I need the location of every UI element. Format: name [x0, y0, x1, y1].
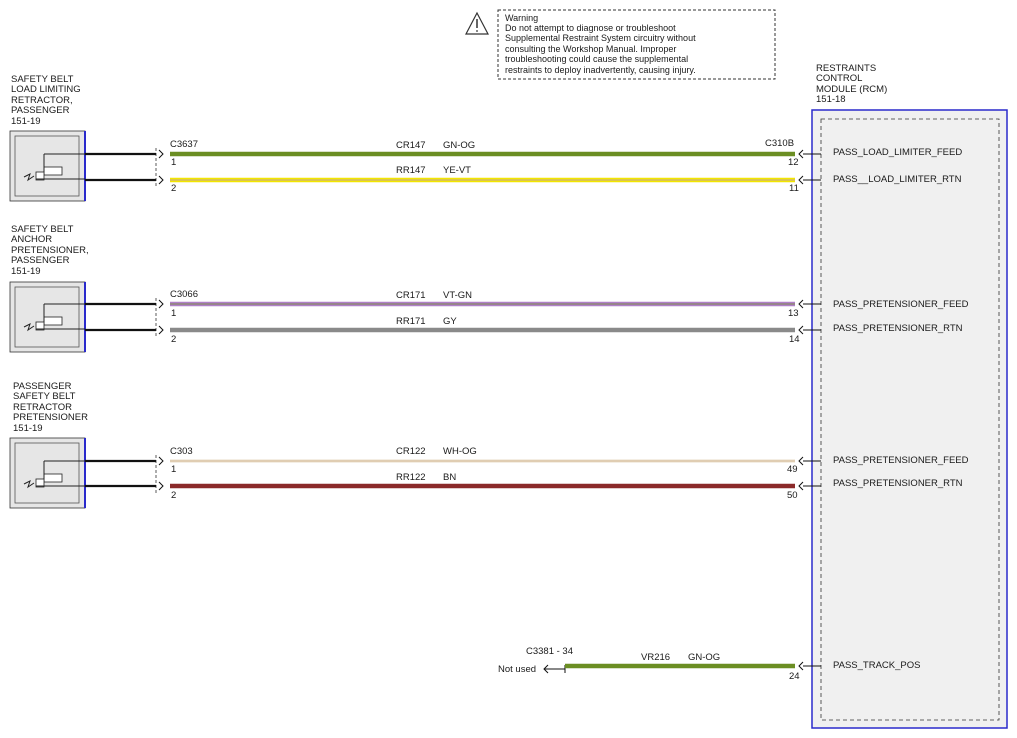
pin-label: 2 [171, 490, 176, 501]
squib-icon [23, 460, 85, 489]
pin-label: 1 [171, 308, 176, 319]
rcm-chevron [798, 661, 804, 671]
rcm-label: MODULE (RCM) [816, 84, 887, 95]
wire-group-load-limiter: C3637 CR147 GN-OG 1 12 PASS_LOAD_LIMITER… [85, 139, 962, 194]
wire-group-retractor-pretensioner: C303 CR122 WH-OG 1 49 PASS_PRETENSIONER_… [85, 446, 969, 501]
wire-color-label: GN-OG [443, 140, 475, 151]
rcm-label: 151-18 [816, 94, 846, 105]
component-label: 151-19 [11, 266, 41, 277]
component-label: 151-19 [11, 116, 41, 127]
rcm-chevron [798, 149, 804, 159]
pin-label: 1 [171, 157, 176, 168]
signal-label: PASS_PRETENSIONER_FEED [833, 455, 969, 466]
wire-color-label: GN-OG [688, 652, 720, 663]
connector-chevron [158, 299, 164, 309]
connector-chevron [158, 325, 164, 335]
warning-line: restraints to deploy inadvertently, caus… [505, 65, 696, 75]
pin-label: 2 [171, 334, 176, 345]
circuit-label: RR171 [396, 316, 426, 327]
warning-line: Supplemental Restraint System circuitry … [505, 33, 696, 43]
signal-label: PASS_TRACK_POS [833, 660, 920, 671]
pin-label: 12 [788, 157, 799, 168]
component-label: SAFETY BELT [11, 224, 74, 235]
squib-icon [23, 303, 85, 332]
component-label: PRETENSIONER [13, 412, 88, 423]
pin-label: 11 [789, 183, 799, 194]
pin-label: 50 [787, 490, 798, 501]
wire-color-label: BN [443, 472, 456, 483]
warning-box [497, 9, 776, 80]
pin-label: 24 [789, 671, 800, 682]
component-retractor-pretensioner: PASSENGER SAFETY BELT RETRACTOR PRETENSI… [9, 381, 88, 509]
component-label: PRETENSIONER, [11, 245, 89, 256]
component-label: RETRACTOR [13, 402, 72, 413]
pin-label: 49 [787, 464, 798, 475]
pin-label: 13 [788, 308, 799, 319]
connector-label: C3381 - 34 [526, 646, 573, 657]
component-label: SAFETY BELT [13, 391, 76, 402]
signal-label: PASS_PRETENSIONER_RTN [833, 323, 963, 334]
warning-title: Warning [505, 13, 538, 23]
warning-line: Do not attempt to diagnose or troublesho… [505, 23, 676, 33]
connector-chevron [158, 149, 164, 159]
signal-label: PASS_PRETENSIONER_FEED [833, 299, 969, 310]
wire-group-track-position: C3381 - 34 Not used VR216 GN-OG 24 PASS_… [498, 646, 920, 682]
connector-label: C303 [170, 446, 193, 457]
connector-label: C3066 [170, 289, 198, 300]
component-box [9, 130, 86, 202]
rcm-outline [811, 109, 1008, 729]
rcm-chevron [798, 175, 804, 185]
component-label: PASSENGER [11, 255, 70, 266]
signal-label: PASS_PRETENSIONER_RTN [833, 478, 963, 489]
wire-color-label: GY [443, 316, 457, 327]
circuit-label: RR147 [396, 165, 426, 176]
circuit-label: RR122 [396, 472, 426, 483]
connector-chevron [158, 481, 164, 491]
component-label: RETRACTOR, [11, 95, 73, 106]
squib-icon [23, 153, 85, 182]
component-label: ANCHOR [11, 234, 52, 245]
rcm-chevron [798, 456, 804, 466]
component-label: PASSENGER [11, 105, 70, 116]
component-load-limiting-retractor: SAFETY BELT LOAD LIMITING RETRACTOR, PAS… [9, 74, 86, 202]
rcm-label: CONTROL [816, 73, 862, 84]
signal-label: PASS__LOAD_LIMITER_RTN [833, 174, 962, 185]
component-box [9, 437, 86, 509]
wire-group-anchor-pretensioner: C3066 CR171 VT-GN 1 13 PASS_PRETENSIONER… [85, 289, 969, 345]
wire-color-label: WH-OG [443, 446, 477, 457]
connector-chevron [158, 456, 164, 466]
rcm-chevron [798, 299, 804, 309]
connector-chevron [158, 175, 164, 185]
circuit-label: CR147 [396, 140, 426, 151]
pin-label: 14 [789, 334, 800, 345]
component-label: LOAD LIMITING [11, 84, 81, 95]
component-anchor-pretensioner: SAFETY BELT ANCHOR PRETENSIONER, PASSENG… [9, 224, 89, 353]
pin-label: 2 [171, 183, 176, 194]
warning-line: troubleshooting could cause the suppleme… [505, 54, 688, 64]
rcm-chevron [798, 481, 804, 491]
pin-label: 1 [171, 464, 176, 475]
rcm-chevron [798, 325, 804, 335]
not-used-label: Not used [498, 664, 536, 675]
component-label: SAFETY BELT [11, 74, 74, 85]
restraints-control-module: RESTRAINTS CONTROL MODULE (RCM) 151-18 C… [765, 63, 1008, 729]
circuit-label: VR216 [641, 652, 670, 663]
connector-label: C3637 [170, 139, 198, 150]
signal-label: PASS_LOAD_LIMITER_FEED [833, 147, 962, 158]
warning-note: Warning Do not attempt to diagnose or tr… [465, 9, 776, 80]
rcm-label: RESTRAINTS [816, 63, 876, 74]
component-label: PASSENGER [13, 381, 72, 392]
circuit-label: CR122 [396, 446, 426, 457]
component-label: 151-19 [13, 423, 43, 434]
circuit-label: CR171 [396, 290, 426, 301]
wire-color-label: VT-GN [443, 290, 472, 301]
warning-line: consulting the Workshop Manual. Improper [505, 44, 676, 54]
rcm-connector-label: C310B [765, 138, 794, 149]
wire-color-label: YE-VT [443, 165, 471, 176]
warning-icon [465, 11, 489, 35]
rcm-inner-border [820, 118, 1000, 721]
